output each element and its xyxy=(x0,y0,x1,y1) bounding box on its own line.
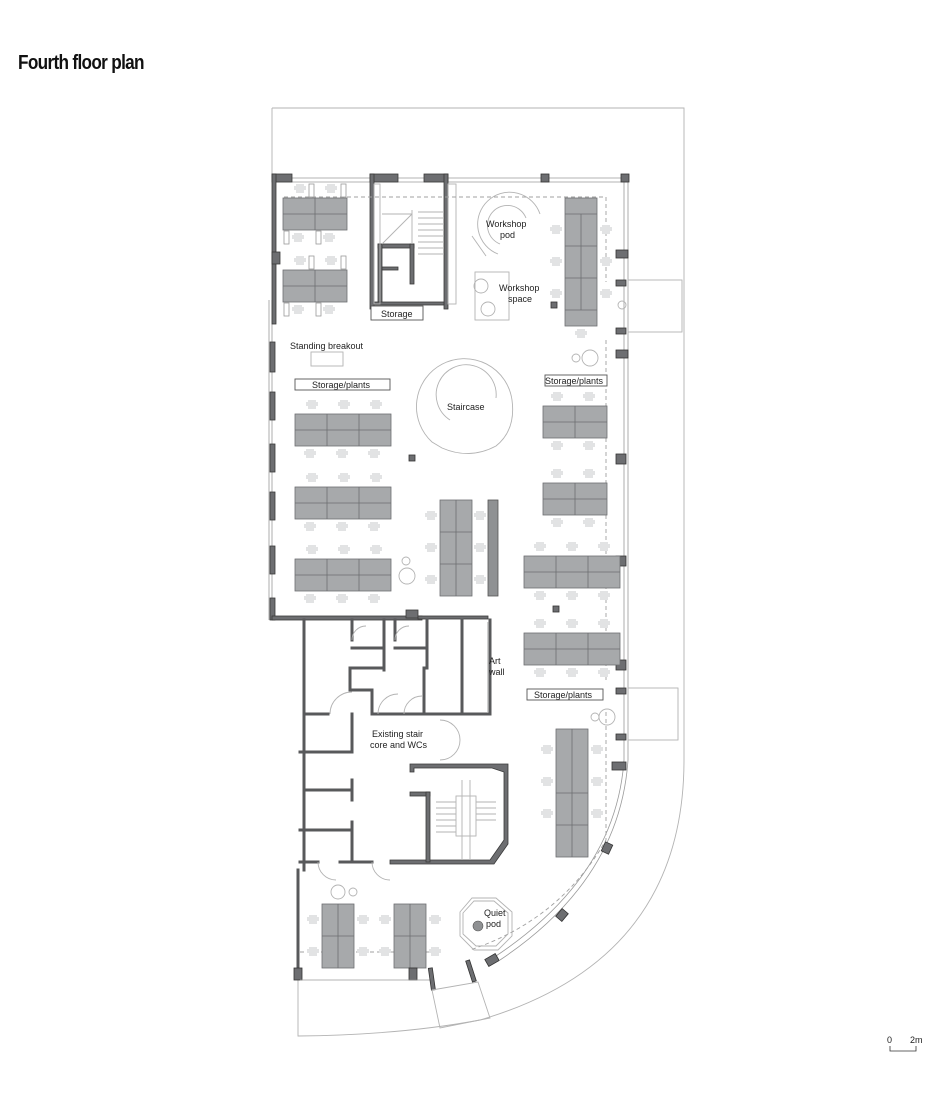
quiet-pod xyxy=(459,897,513,951)
desk-cluster-center xyxy=(425,499,499,597)
label-workshop-space-1: Workshop xyxy=(499,283,539,293)
storage-unit xyxy=(370,305,424,321)
scale-bar: 0 2m xyxy=(887,1035,923,1052)
workshop-pod xyxy=(471,191,541,257)
page-title: Fourth floor plan xyxy=(18,52,145,74)
label-storage-plants-right-bottom: Storage/plants xyxy=(534,690,593,700)
desk-cluster-bottom xyxy=(307,903,441,969)
existing-stair xyxy=(389,763,509,865)
existing-core xyxy=(296,618,492,977)
spiral-staircase xyxy=(416,358,514,454)
label-quiet-pod-1: Quiet xyxy=(484,908,506,918)
label-workshop-pod-2: pod xyxy=(500,230,515,240)
label-workshop-space-2: space xyxy=(508,294,532,304)
label-storage-plants-left: Storage/plants xyxy=(312,380,371,390)
svg-text:2m: 2m xyxy=(910,1035,923,1045)
desk-cluster-lower-right xyxy=(541,728,603,858)
label-staircase: Staircase xyxy=(447,402,485,412)
label-standing-breakout: Standing breakout xyxy=(290,341,364,351)
label-storage-plants-right-top: Storage/plants xyxy=(545,376,604,386)
label-workshop-pod-1: Workshop xyxy=(486,219,526,229)
desk-cluster-top-left xyxy=(282,183,348,317)
label-art-wall-1: Art xyxy=(489,656,501,666)
site-boundary xyxy=(272,107,685,1037)
label-quiet-pod-2: pod xyxy=(486,919,501,929)
label-storage: Storage xyxy=(381,309,413,319)
svg-text:0: 0 xyxy=(887,1035,892,1045)
desk-rows-right xyxy=(523,392,621,677)
label-art-wall-2: wall xyxy=(488,667,505,677)
desk-rows-left xyxy=(294,400,392,603)
label-core-1: Existing stair xyxy=(372,729,423,739)
label-core-2: core and WCs xyxy=(370,740,428,750)
desk-cluster-workshop xyxy=(550,197,612,338)
